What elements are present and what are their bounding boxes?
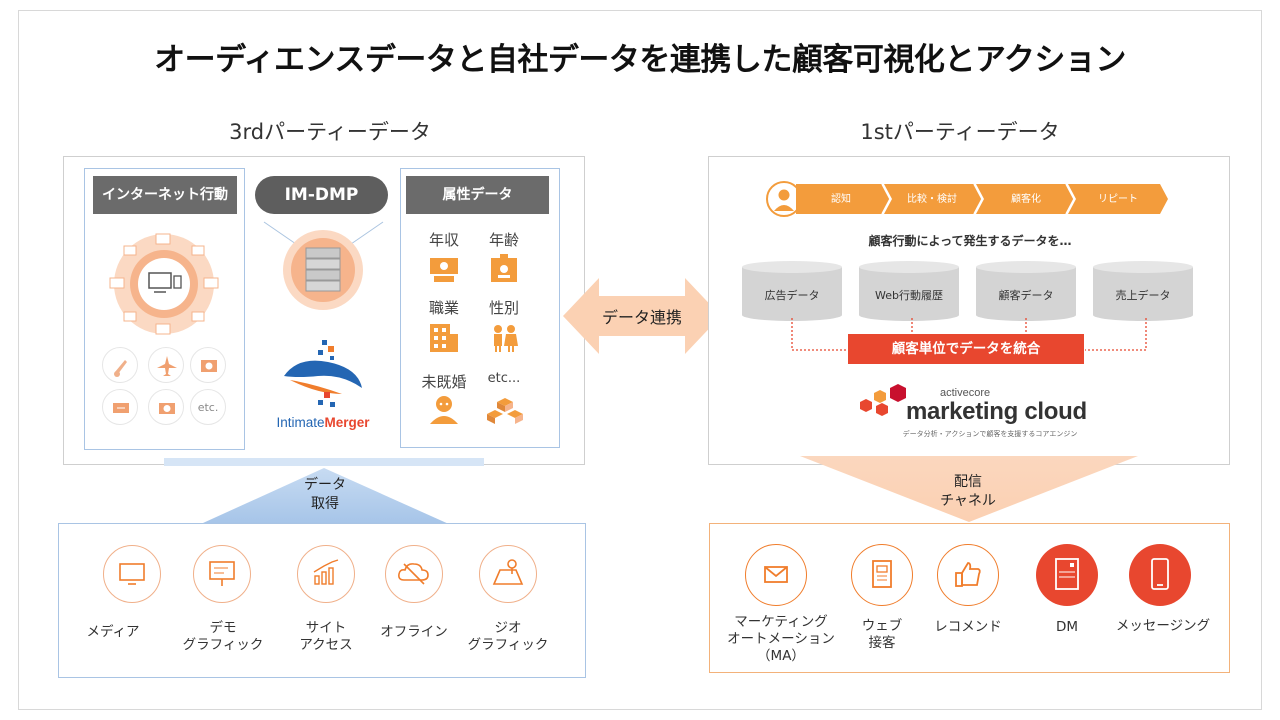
user-avatar-icon (766, 181, 802, 217)
data-link-label: データ連携 (601, 308, 682, 327)
channel-label-ma: マーケティング オートメーション （MA） (727, 614, 835, 664)
monitor-icon (119, 563, 145, 585)
cloud-offline-icon (398, 563, 429, 585)
delivery-channel-label: 配信 チャネル (940, 474, 996, 509)
presentation-board-icon (209, 561, 235, 586)
media-label-2: デモ グラフィック (182, 620, 264, 653)
attribute-etc: etc... (487, 371, 521, 386)
cubes-icon (487, 398, 523, 424)
etc-icon: etc. (190, 389, 226, 425)
attribute-gender: 性別 (488, 299, 519, 317)
integration-connectors (791, 318, 1147, 351)
age-id-icon (491, 254, 517, 282)
slide-title: オーディエンスデータと自社データを連携した顧客可視化とアクション (154, 42, 1126, 78)
logo-text-merger: Merger (324, 415, 370, 430)
activecore-hexagon-logo (860, 384, 906, 416)
data-acquisition-triangle (164, 458, 484, 538)
media-circle-1 (103, 545, 161, 603)
intimate-merger-logo (284, 340, 362, 407)
delivery-channel-triangle (800, 456, 1138, 522)
channel-circle-web (851, 544, 913, 606)
photo-camera-icon (148, 389, 184, 425)
web-page-icon (872, 560, 892, 588)
attribute-income: 年収 (428, 231, 459, 249)
step-repeat: リピート (1098, 194, 1138, 205)
bar-chart-icon (313, 559, 339, 585)
channel-label-recommend: レコメンド (934, 619, 1002, 635)
brand-large: marketing cloud (906, 398, 1087, 425)
media-circle-4 (385, 545, 443, 603)
media-label-4: オフライン (380, 624, 448, 640)
slide-frame (18, 10, 1262, 710)
db-ad-data: 広告データ (764, 289, 820, 302)
media-circle-2 (193, 545, 251, 603)
database-cylinders (742, 261, 1193, 321)
attribute-occupation: 職業 (428, 299, 459, 317)
im-dmp-label: IM-DMP (255, 176, 388, 214)
attributes-panel (400, 168, 560, 448)
channel-circle-recommend (937, 544, 999, 606)
media-label-3: サイト アクセス (299, 620, 353, 653)
journey-steps-arrow (796, 184, 1168, 214)
channels-panel (709, 523, 1230, 673)
media-circle-5 (479, 545, 537, 603)
golf-icon (102, 347, 138, 383)
media-label-1: メディア (86, 624, 140, 640)
income-icon (430, 258, 458, 282)
data-link-arrow (563, 278, 721, 354)
attribute-age: 年齢 (488, 231, 519, 249)
envelope-icon (764, 566, 788, 583)
media-label-5: ジオ グラフィック (467, 620, 549, 653)
camera-icon (190, 347, 226, 383)
brand-small: activecore (940, 387, 991, 399)
attributes-header: 属性データ (406, 176, 549, 214)
channel-circle-dm (1036, 544, 1098, 606)
data-acquisition-label: データ 取得 (304, 477, 346, 512)
channel-label-web: ウェブ 接客 (861, 618, 903, 651)
step-awareness: 認知 (831, 194, 851, 205)
step-comparison: 比較・検討 (907, 194, 957, 205)
logo-text-intimate: Intimate (276, 415, 325, 430)
db-web-history: Web行動履歴 (875, 289, 943, 302)
channel-label-messaging: メッセージング (1115, 618, 1211, 634)
map-pin-icon (492, 559, 524, 585)
third-party-heading: 3rdパーティーデータ (229, 120, 431, 144)
db-sales-data: 売上データ (1115, 289, 1171, 302)
person-icon (430, 396, 458, 424)
thumbs-up-icon (955, 562, 981, 587)
integrate-banner: 顧客単位でデータを統合 (848, 334, 1084, 364)
brand-tagline: データ分析・アクションで顧客を支援するコアエンジン (902, 430, 1078, 438)
device-network-icon (109, 233, 219, 335)
media-circle-3 (297, 545, 355, 603)
channel-label-dm: DM (1055, 619, 1079, 635)
gender-icon (494, 325, 518, 352)
dm-card-icon (1055, 558, 1079, 590)
intimate-merger-wordmark: IntimateMerger (268, 415, 378, 430)
channel-circle-ma (745, 544, 807, 606)
smartphone-icon (1151, 558, 1169, 590)
first-party-heading: 1stパーティーデータ (860, 120, 1060, 144)
ticket-icon (102, 389, 138, 425)
db-customer-data: 顧客データ (998, 289, 1054, 302)
attribute-marital: 未既婚 (421, 373, 467, 391)
internet-behavior-header: インターネット行動 (93, 176, 237, 214)
airplane-icon (148, 347, 184, 383)
step-customer: 顧客化 (1011, 194, 1041, 205)
building-icon (430, 324, 458, 352)
behavior-caption: 顧客行動によって発生するデータを… (868, 234, 1072, 248)
server-icon (263, 221, 384, 310)
channel-circle-messaging (1129, 544, 1191, 606)
